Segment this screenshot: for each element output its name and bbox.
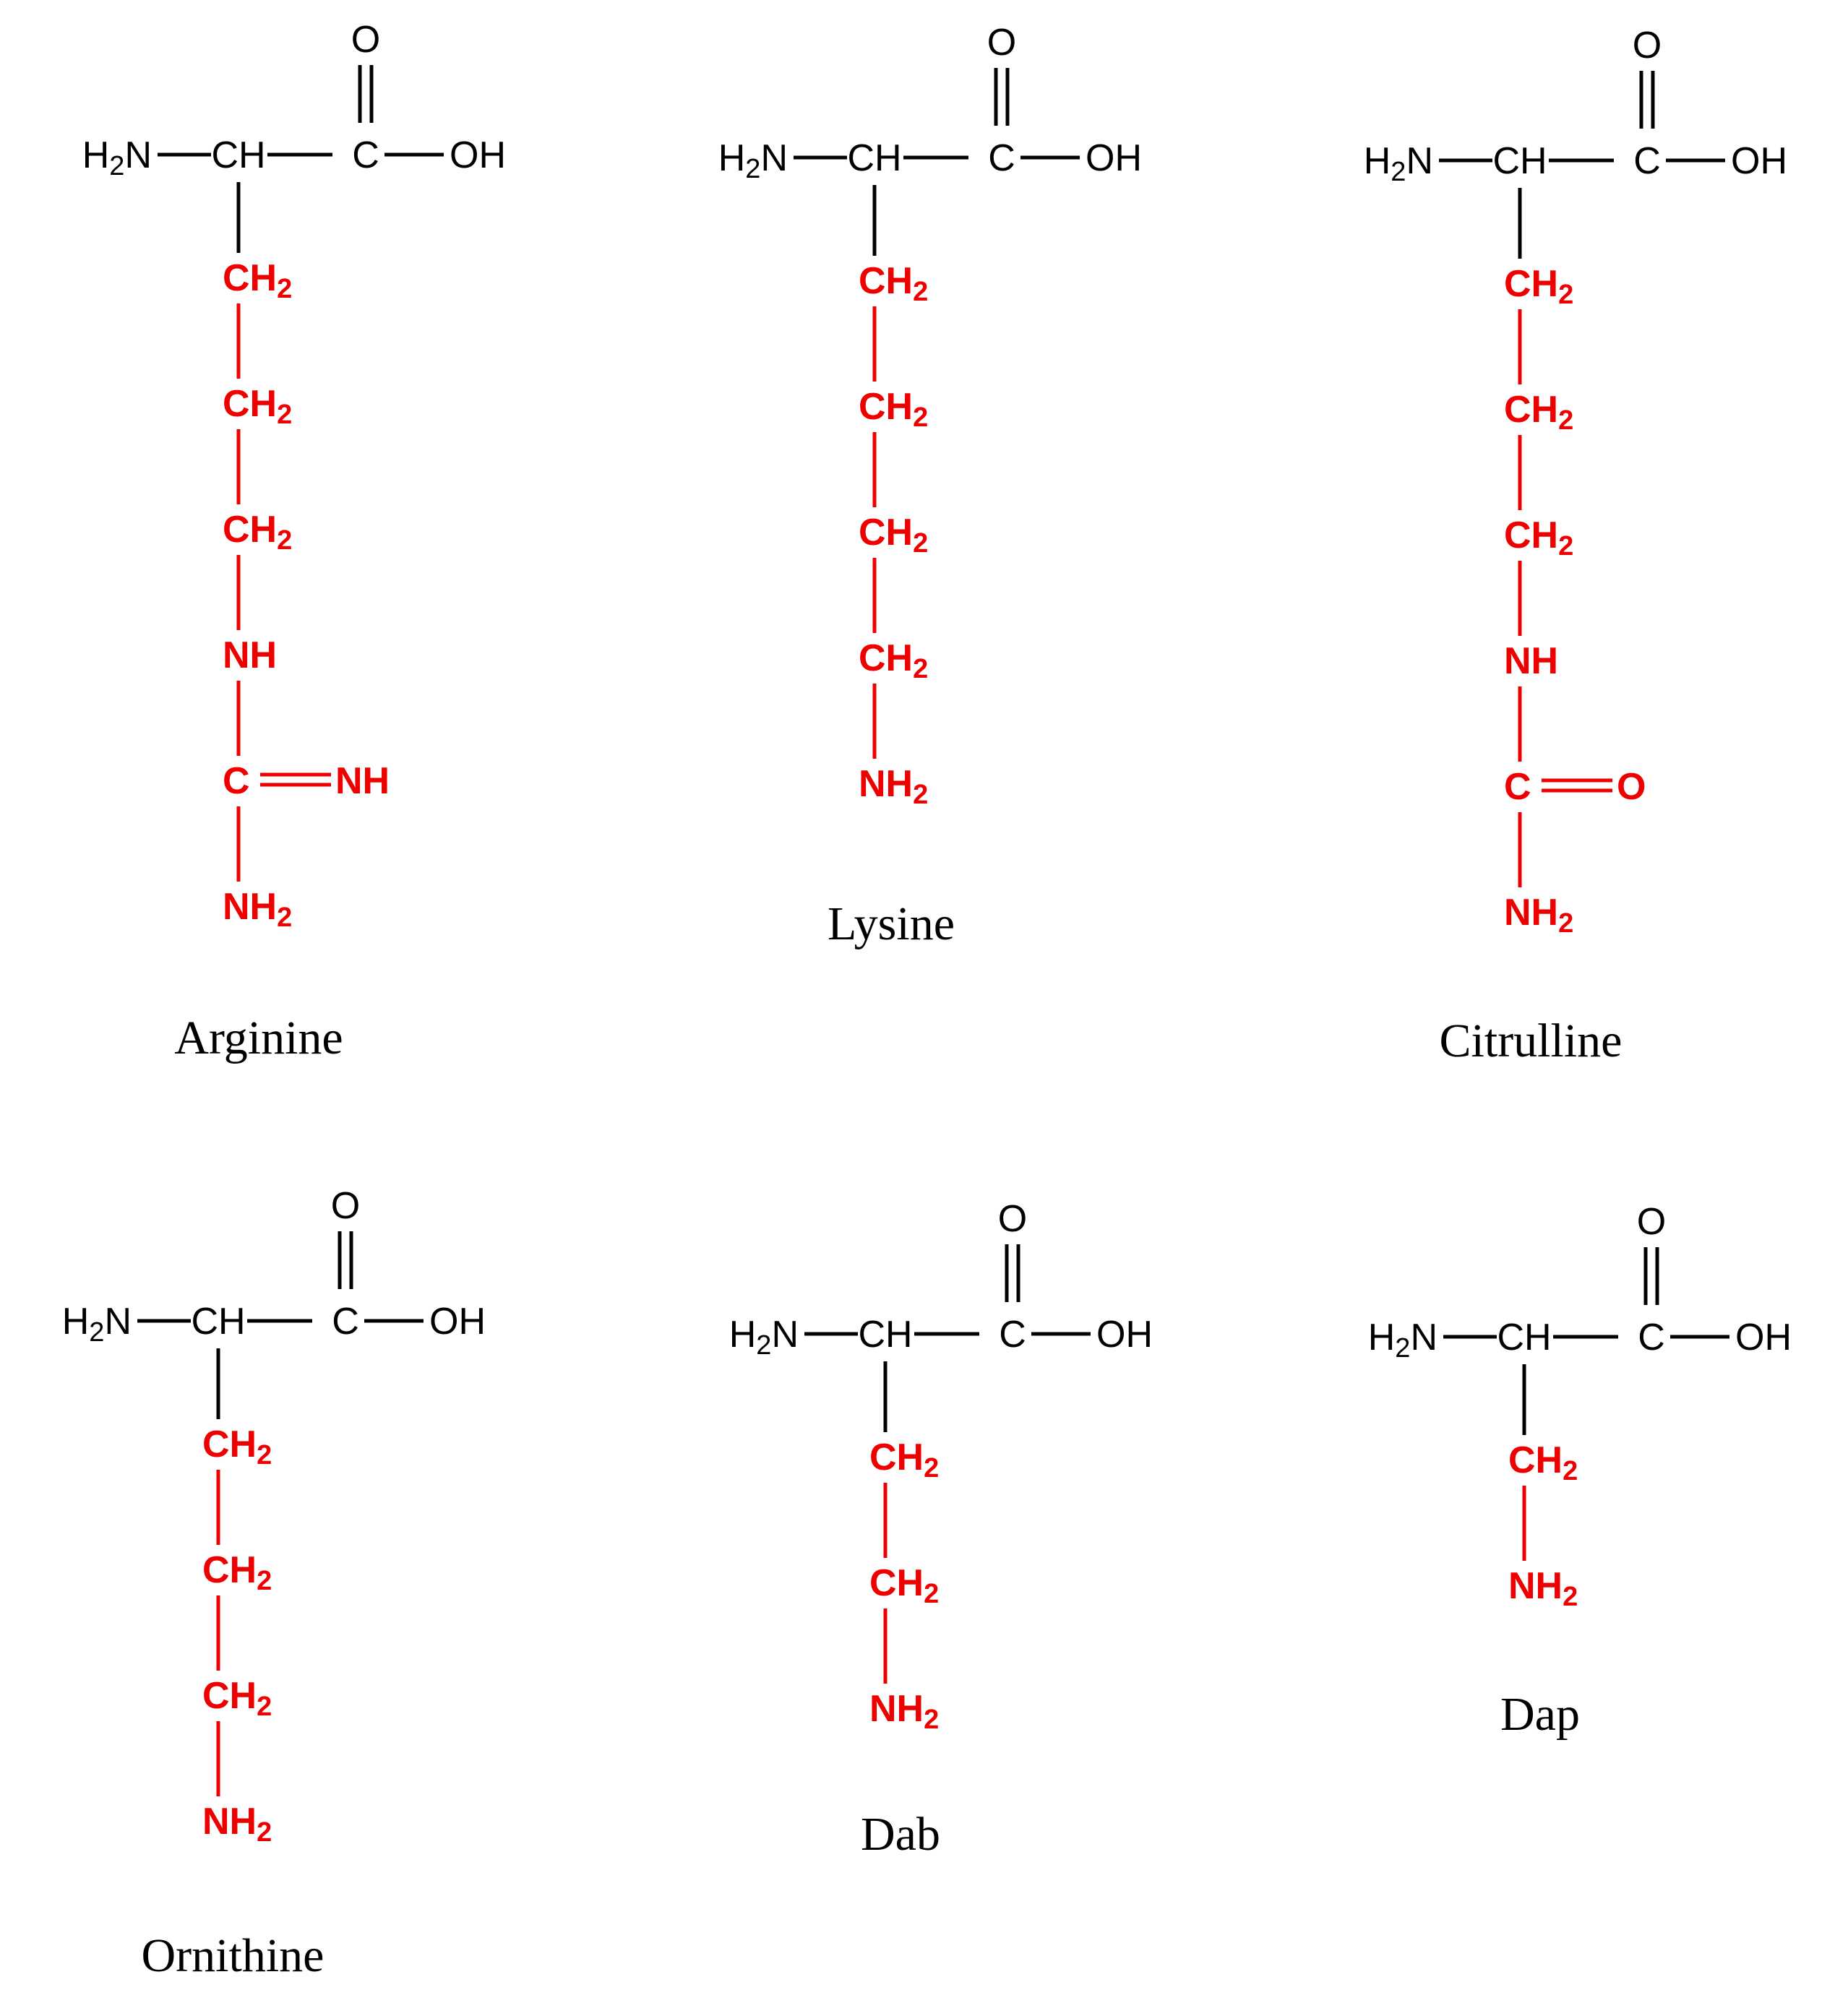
alpha-carbon: CH [858,1314,912,1356]
alpha-carbon: CH [847,137,901,179]
side-chain-group: CH2 [202,1423,272,1470]
side-chain-group: NH2 [859,763,928,810]
side-chain-group: CH2 [223,509,292,556]
hydroxyl-group: OH [1735,1317,1792,1358]
side-chain-group: CH2 [859,386,928,433]
side-chain-group: CH2 [869,1562,939,1609]
side-chain-group: NH2 [223,886,292,933]
side-chain-group: CH2 [1504,514,1573,561]
side-chain-group: CH2 [869,1436,939,1483]
molecule-name: Arginine [174,1012,343,1064]
amine-group: H2N [1364,140,1433,187]
hydroxyl-group: OH [1096,1314,1153,1356]
carbonyl-oxygen: O [1633,25,1662,66]
carbonyl-carbon: C [988,137,1015,179]
carbonyl-oxygen: O [998,1198,1027,1240]
carbonyl-carbon: C [352,134,379,176]
molecule-name: Lysine [828,897,955,950]
alpha-carbon: CH [211,134,265,176]
side-chain-group: CH2 [859,512,928,559]
amine-group: H2N [1368,1317,1437,1364]
side-chain-group: CH2 [1504,389,1573,436]
side-chain-group: NH2 [1508,1565,1578,1612]
side-chain-group: NH [223,634,277,676]
molecule-name: Citrulline [1440,1015,1623,1067]
alpha-carbon: CH [1497,1317,1551,1358]
side-chain-group: CH2 [859,260,928,307]
side-chain-group: CH2 [202,1549,272,1596]
molecule-name: Dab [861,1808,940,1861]
hydroxyl-group: OH [1731,140,1787,182]
side-chain-group: CH2 [223,257,292,304]
carbonyl-oxygen: O [331,1185,360,1227]
carbonyl-oxygen: O [1637,1201,1666,1243]
side-chain-group: NH [1504,640,1558,682]
carbonyl-carbon: C [999,1314,1026,1356]
side-chain-group: CH2 [223,383,292,430]
alpha-carbon: CH [191,1301,245,1343]
carbonyl-oxygen: O [987,22,1016,64]
carbonyl-carbon: C [1638,1317,1665,1358]
side-chain-group: NH2 [869,1688,939,1735]
side-chain-group: NH2 [1504,892,1573,939]
hydroxyl-group: OH [429,1301,486,1343]
amine-group: H2N [718,137,788,184]
amine-group: H2N [82,134,152,181]
side-chain-group: NH2 [202,1801,272,1848]
side-chain-group: CH2 [202,1675,272,1722]
carbonyl-carbon: C [332,1301,359,1343]
amine-group: H2N [729,1314,799,1361]
hydroxyl-group: OH [1086,137,1142,179]
side-chain-group: C [223,760,250,802]
side-chain-group: CH2 [1508,1439,1578,1486]
carbonyl-carbon: C [1633,140,1661,182]
side-chain-group: CH2 [859,637,928,684]
side-chain-group: CH2 [1504,263,1573,310]
side-chain-double-bonded-atom: NH [335,760,390,802]
carbonyl-oxygen: O [351,19,380,61]
hydroxyl-group: OH [450,134,506,176]
molecule-name: Dap [1500,1688,1580,1741]
molecule-name: Ornithine [142,1929,325,1982]
side-chain-group: C [1504,766,1531,808]
amine-group: H2N [62,1301,132,1348]
side-chain-double-bonded-atom: O [1617,766,1646,808]
alpha-carbon: CH [1492,140,1547,182]
